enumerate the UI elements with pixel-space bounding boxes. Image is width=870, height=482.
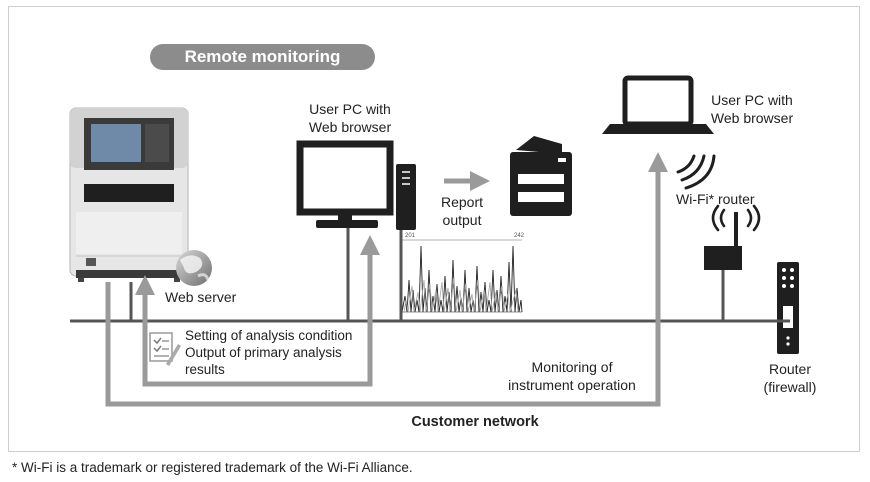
laptop-icon [602,75,714,134]
router-firewall-icon [777,262,799,354]
wifi-router-icon [704,204,761,270]
analysis-condition-label: Setting of analysis condition Output of … [185,328,353,377]
diagram-frame [8,6,860,452]
customer-network-label: Customer network [411,414,539,430]
wifi-router-label: Wi-Fi* router [676,191,755,207]
network-lines [70,228,790,323]
globe-icon [176,250,212,286]
trace-right-label: 242 [514,233,525,239]
laptop-user-pc-label: User PC with Web browser [710,92,794,126]
router-label: Router (firewall) [763,361,817,395]
user-pc-label: User PC with Web browser [308,101,392,135]
analyzer-instrument [69,107,189,282]
desktop-pc [296,140,416,230]
footnote: * Wi-Fi is a trademark or registered tra… [12,460,413,475]
report-output-label: Report output [440,194,484,228]
electropherogram-trace [401,239,523,313]
wifi-waves-icon [676,154,716,190]
checklist-icon [149,332,181,366]
remote-monitoring-pill: Remote monitoring [150,44,375,70]
printer-icon [510,136,572,216]
flow-arrows [105,152,668,407]
web-server-label: Web server [165,289,237,305]
monitoring-label: Monitoring of instrument operation [508,359,636,393]
trace-left-label: 201 [405,233,416,239]
